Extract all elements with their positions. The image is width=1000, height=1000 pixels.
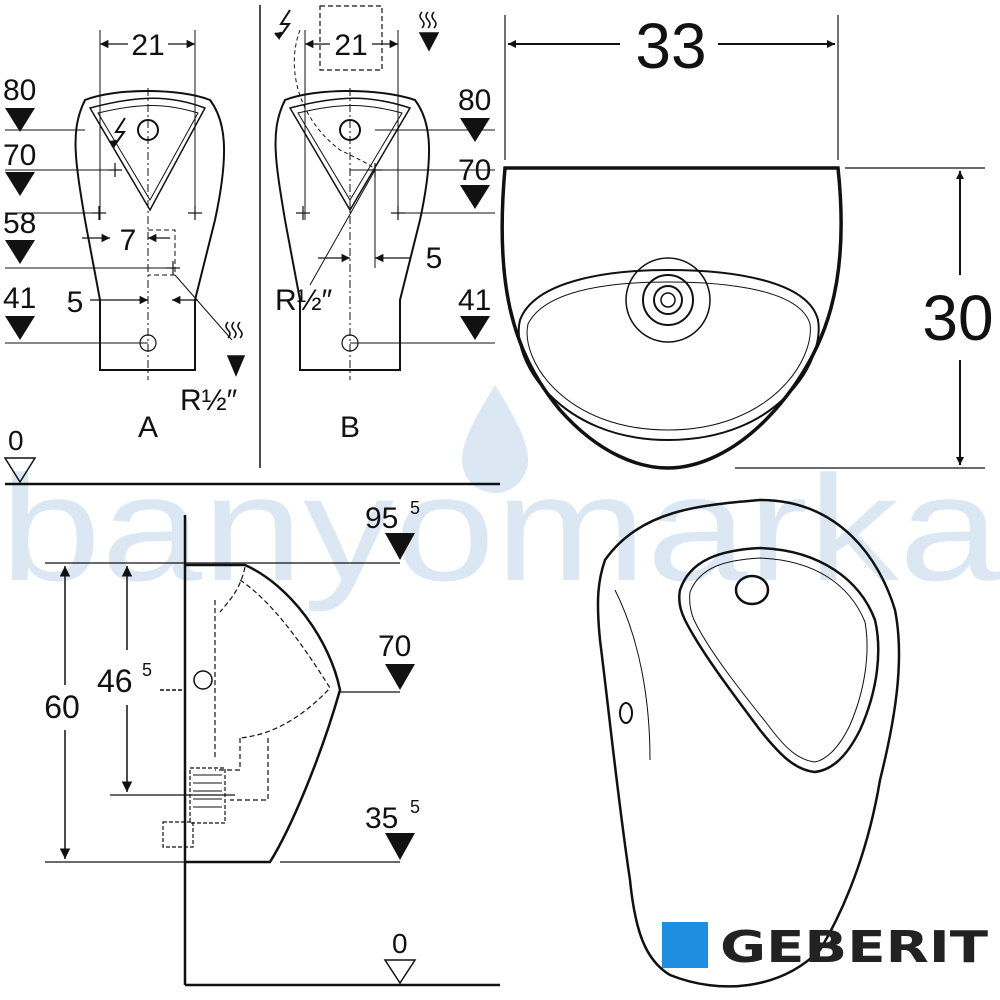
- dim-a-58: 58: [3, 207, 36, 240]
- bowl-rim-a: [88, 97, 207, 212]
- side-body: [185, 563, 342, 864]
- front-view-a: [5, 30, 233, 380]
- perspective-inlet: [734, 574, 770, 606]
- dim-b-41: 41: [458, 284, 491, 317]
- caption-a: A: [138, 411, 158, 444]
- dim-a-41: 41: [3, 282, 36, 315]
- perspective-bowl: [677, 546, 880, 774]
- side-inlet: [193, 670, 213, 690]
- top-view-outline: [500, 166, 843, 470]
- dim-a-70: 70: [3, 139, 36, 172]
- dim-top-depth: 30: [922, 282, 993, 354]
- dim-side-bottom: 35: [365, 802, 398, 835]
- front-view-b: [274, 5, 495, 380]
- dim-a-80: 80: [3, 74, 36, 107]
- level-triangle-icon: [460, 118, 490, 340]
- level-triangle-icon: [385, 533, 415, 860]
- dim-a-5: 5: [67, 286, 84, 319]
- water-waves-icon: [418, 11, 440, 52]
- thread-label-b: R½″: [275, 284, 333, 317]
- drain-mid: [642, 274, 694, 326]
- drain-outer: [625, 257, 711, 343]
- lightning-icon: [274, 9, 291, 41]
- dim-b-70: 70: [458, 154, 491, 187]
- level-triangle-icon: [5, 108, 35, 340]
- dim-b-5: 5: [426, 242, 443, 275]
- dim-top-width: 33: [635, 10, 706, 82]
- urinal-body-b: [274, 90, 431, 371]
- thread-label-a: R½″: [180, 384, 238, 417]
- dim-side-inlet: 46: [97, 663, 133, 699]
- dim-side-bottom-sup: 5: [410, 797, 420, 817]
- dim-a-width: 21: [131, 29, 164, 62]
- front-view-b-labels: 21 80 70 41 5 R½″ B: [275, 29, 491, 444]
- geberit-logo-square: [662, 922, 708, 968]
- level-triangle-icon: [383, 959, 417, 985]
- perspective-view: [596, 498, 901, 988]
- water-waves-icon: [225, 321, 246, 377]
- side-waste: [162, 821, 194, 848]
- urinal-body-a: [74, 90, 226, 371]
- water-drop-icon: [462, 385, 528, 493]
- perspective-body: [596, 498, 901, 988]
- dim-side-top-sup: 5: [410, 498, 420, 518]
- drain-inner: [653, 285, 683, 315]
- dim-b-80: 80: [458, 84, 491, 117]
- watermark: banyomarka: [0, 385, 1000, 612]
- dim-side-total: 60: [44, 689, 80, 725]
- bowl-rim-b: [288, 97, 412, 212]
- caption-b: B: [340, 411, 360, 444]
- level-zero-label: 0: [8, 425, 24, 456]
- side-view: [45, 515, 500, 987]
- front-view-a-labels: 21 80 70 58 41 7 5 R½″ A: [3, 29, 238, 444]
- geberit-logo-text: GEBERIT: [720, 922, 988, 973]
- top-view: 33 30: [500, 10, 994, 470]
- flush-box-b: [319, 5, 383, 71]
- dim-side-mid: 70: [378, 630, 411, 663]
- dim-side-inlet-sup: 5: [142, 660, 152, 680]
- dim-side-floor: 0: [392, 928, 408, 959]
- top-view-rim: [517, 268, 820, 442]
- perspective-side-hole: [619, 702, 633, 724]
- dim-side-top: 95: [365, 502, 398, 535]
- lightning-icon: [109, 117, 126, 149]
- level-zero: 0: [3, 425, 500, 486]
- dim-a-7: 7: [120, 224, 137, 257]
- geberit-logo: GEBERIT: [662, 922, 988, 973]
- side-view-labels: 60 46 5 95 5 70 35 5 0: [44, 498, 420, 959]
- watermark-text: banyomarka: [0, 444, 1000, 612]
- level-triangle-icon: [3, 457, 37, 484]
- dim-b-width: 21: [334, 29, 367, 62]
